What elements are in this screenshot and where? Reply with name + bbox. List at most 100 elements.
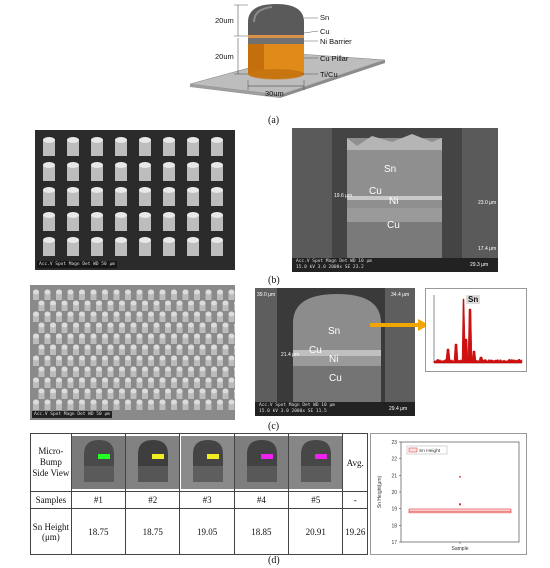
ni-label: Ni [329,354,338,365]
pillar-top [211,187,223,193]
pillar-top [165,323,171,328]
sample-cell: #1 [71,492,125,509]
pillar-top [102,378,108,383]
bump-thumbnail [72,436,125,489]
pillar-top [67,212,79,218]
pillar-top [125,334,131,339]
pillar-top [142,345,148,350]
pillar-top [68,356,74,361]
pillar-top [137,334,143,339]
sem-bump-image-c: Sn Cu Ni Cu 39.0 μm 34.4 μm 21.4 μm 29.4… [255,288,415,416]
pillar-top [223,389,229,394]
measurement-label: 29.4 μm [389,406,407,412]
layer-sn-label: Sn [320,13,329,22]
pillar-top [229,378,235,383]
avg-height-cell: 19.26 [343,509,368,555]
pillar-top [217,356,223,361]
pillar-top [115,137,127,143]
pillar-top [165,389,171,394]
pillar-top [211,389,217,394]
pillar-top [115,187,127,193]
pillar-top [183,356,189,361]
row-header-view: Micro-Bump Side View [31,434,72,492]
pillar-top [177,301,183,306]
pillar-top [154,367,160,372]
pillar-top [43,187,55,193]
pillar-top [163,137,175,143]
pillar-top [85,301,91,306]
panel-c-label: (c) [268,421,279,432]
sample-cell: #4 [234,492,288,509]
pillar-top [229,290,235,295]
pillar-top [206,378,212,383]
pillar-top [102,334,108,339]
y-tick-label: 20 [391,490,397,496]
pillar-top [187,187,199,193]
height-cell: 18.85 [234,509,288,555]
row-header-height: Sn Height (μm) [31,509,72,555]
pillar-top [154,323,160,328]
pillar-top [96,389,102,394]
pillar-top [223,345,229,350]
pillar-top [177,367,183,372]
pillar-top [139,137,151,143]
pillar-top [200,323,206,328]
pillar-top [223,323,229,328]
scale-bar-line2: 15.0 kV 3.0 2000x SE 23.2 [296,265,372,271]
pillar-top [183,290,189,295]
pillar-top [148,378,154,383]
pillar-top [163,162,175,168]
y-tick-label: 22 [391,457,397,463]
pillar-top [217,290,223,295]
height-cell: 20.91 [289,509,343,555]
pillar-top [108,323,114,328]
pillar-top [137,312,143,317]
pillar-top [108,301,114,306]
pillar-top [67,162,79,168]
sem-array-image-c: Acc.V Spot Magn Det WD 50 μm [30,285,235,420]
pillar-top [50,323,56,328]
scale-bar: Acc.V Spot Magn Det WD 10 μm 15.0 kV 3.0… [294,258,374,271]
pillar-top [114,400,120,405]
pillar-top [96,345,102,350]
pillar-top [200,389,206,394]
pillar-top [45,334,51,339]
pillar-top [171,356,177,361]
pillar-top [33,312,39,317]
cu-pillar-label: Cu [329,373,342,384]
pillar-top [68,290,74,295]
pillar-top [114,378,120,383]
pillar-top [115,212,127,218]
pillar-top [108,389,114,394]
pillar-top [188,367,194,372]
sn-label: Sn [328,326,340,337]
pillar-top [177,389,183,394]
pillar-top [200,367,206,372]
pillar-top [91,312,97,317]
pillar-top [45,290,51,295]
sample-cell: #5 [289,492,343,509]
pillar-top [56,312,62,317]
scale-bar: Acc.V Spot Magn Det WD 50 μm [37,261,117,269]
pillar-top [43,162,55,168]
mean-point [459,503,461,505]
avg-sample-cell: - [343,492,368,509]
pillar-top [194,378,200,383]
pillar-top [68,400,74,405]
pillar-top [67,237,79,243]
pillar-top [91,237,103,243]
pillar-top [91,356,97,361]
pillar-top [200,301,206,306]
pillar-top [39,301,45,306]
pillar-top [211,367,217,372]
pillar-top [91,334,97,339]
pillar-top [125,356,131,361]
measurement-label: 19.6 μm [334,193,352,199]
pillar-top [229,356,235,361]
pillar-top [79,334,85,339]
pillar-top [85,323,91,328]
pillar-top [229,334,235,339]
pillar-top [160,334,166,339]
outlier-point [459,476,461,478]
pillar-top [45,378,51,383]
